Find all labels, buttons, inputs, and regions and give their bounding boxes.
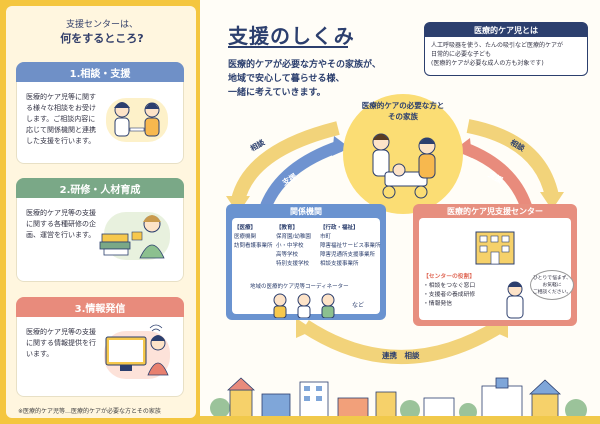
left-title-line2: 何をするところ? — [60, 32, 144, 45]
definition-line: (医療的ケアが必要な成人の方も対象です) — [431, 60, 544, 67]
card-training-body: 医療的ケア児等の支援に関する各種研修の企画、運営を行います。 — [26, 209, 96, 239]
coordinators-illustration-icon — [273, 293, 335, 318]
agency-item: 訪問看護事業所 — [234, 243, 273, 249]
definition-line: 人工呼吸器を使う、たんの吸引など医療的ケアが — [431, 42, 564, 49]
agency-col-heading: 【教育】 — [276, 225, 299, 231]
page-title: 支援のしくみ — [228, 24, 355, 48]
intro-text: 医療的ケアが必要な方やその家族が、 地域で安心して暮らせる様、 一緒に考えていき… — [228, 58, 418, 100]
left-title-line1: 支援センターは、 — [65, 20, 138, 30]
etc-label: など — [352, 302, 365, 309]
intro-line: 医療的ケアが必要な方やその家族が、 — [228, 60, 381, 70]
left-panel-title: 支援センターは、 何をするところ? — [36, 18, 168, 46]
card-consultation: 1.相談・支援 医療的ケア児等に関する様々な相談をお受けします。ご相談内容に応じ… — [16, 62, 184, 164]
family-label: 医療的ケアの必要な方と その家族 — [348, 100, 458, 122]
agency-item: 障害児通所支援事業所 — [320, 252, 376, 258]
center-role-item: ・情報発信 — [423, 301, 452, 307]
agency-item: 保育園/幼稚園 — [276, 234, 311, 240]
agency-col-education: 【教育】 保育園/幼稚園 小・中学校 高等学校 特別支援学校 — [276, 224, 311, 269]
card-information-body: 医療的ケア児等の支援に関する情報提供を行います。 — [26, 328, 96, 358]
agency-col-heading: 【医療】 — [234, 225, 257, 231]
building-icon — [475, 231, 515, 265]
agency-item: 高等学校 — [276, 252, 299, 258]
agency-item: 相談支援事業所 — [320, 261, 359, 267]
center-roles: 【センターの役割】 ・相談をつなぐ窓口 ・支援者の養成研修 ・情報発信 — [423, 273, 475, 309]
family-circle — [343, 94, 463, 214]
definition-header: 医療的ケア児とは — [425, 23, 587, 37]
card-training-header: 2.研修・人材育成 — [16, 178, 184, 198]
family-label-line1: 医療的ケアの必要な方と — [361, 101, 445, 110]
training-illustration-icon — [99, 212, 170, 260]
card-training: 2.研修・人材育成 医療的ケア児等の支援に関する各種研修の企画、運営を行います。 — [16, 178, 184, 282]
consultation-illustration-icon — [106, 98, 168, 142]
intro-line: 地域で安心して暮らせる様、 — [228, 74, 345, 84]
bubble-line: ひとりで悩まず、 — [533, 275, 571, 281]
agency-col-medical: 【医療】 医療機関 訪問看護事業所 — [234, 224, 273, 251]
card-information: 3.情報発信 医療的ケア児等の支援に関する情報提供を行います。 — [16, 297, 184, 397]
definition-line: 日常的に必要な子ども — [431, 51, 492, 58]
agency-col-welfare: 【行政・福祉】 市町 障害福祉サービス事業所 障害児通所支援事業所 相談支援事業… — [320, 224, 381, 269]
staff-illustration-icon — [506, 281, 524, 319]
agency-item: 特別支援学校 — [276, 261, 310, 267]
support-center-title: 医療的ケア児支援センター — [447, 207, 543, 216]
speech-bubble: ひとりで悩まず、 お気軽に ご相談ください。 — [530, 270, 574, 300]
family-label-line2: その家族 — [388, 112, 418, 121]
card-consultation-header: 1.相談・支援 — [16, 62, 184, 82]
agency-item: 市町 — [320, 234, 332, 240]
center-role-item: ・相談をつなぐ窓口 — [423, 283, 476, 289]
card-information-header: 3.情報発信 — [16, 297, 184, 317]
footnote: ※医療的ケア児等…医療的ケアが必要な方とその家族 — [18, 408, 161, 415]
coordinator-label: 地域の医療的ケア児等コーディネーター — [250, 284, 349, 290]
ground-strip — [200, 416, 600, 424]
related-agencies-title: 関係機関 — [290, 207, 322, 216]
family-illustration-icon — [372, 133, 436, 199]
agency-col-heading: 【行政・福祉】 — [320, 225, 359, 231]
agency-item: 障害福祉サービス事業所 — [320, 243, 381, 249]
card-consultation-body: 医療的ケア児等に関する様々な相談をお受けします。ご相談内容に応じて関係機関と連携… — [26, 93, 96, 145]
title-underline — [228, 46, 348, 48]
intro-line: 一緒に考えていきます。 — [228, 88, 326, 98]
center-role-item: ・支援者の養成研修 — [423, 292, 476, 298]
computer-illustration-icon — [104, 324, 170, 379]
agency-item: 小・中学校 — [276, 243, 304, 249]
arrow-label-bottom: 連携 相談 — [382, 351, 420, 360]
bubble-line: お気軽に — [542, 282, 562, 288]
center-role-heading: 【センターの役割】 — [423, 274, 476, 280]
agency-item: 医療機関 — [234, 234, 257, 240]
bubble-line: ご相談ください。 — [532, 289, 572, 295]
definition-box: 医療的ケア児とは 人工呼吸器を使う、たんの吸引など医療的ケアが 日常的に必要な子… — [424, 22, 588, 76]
